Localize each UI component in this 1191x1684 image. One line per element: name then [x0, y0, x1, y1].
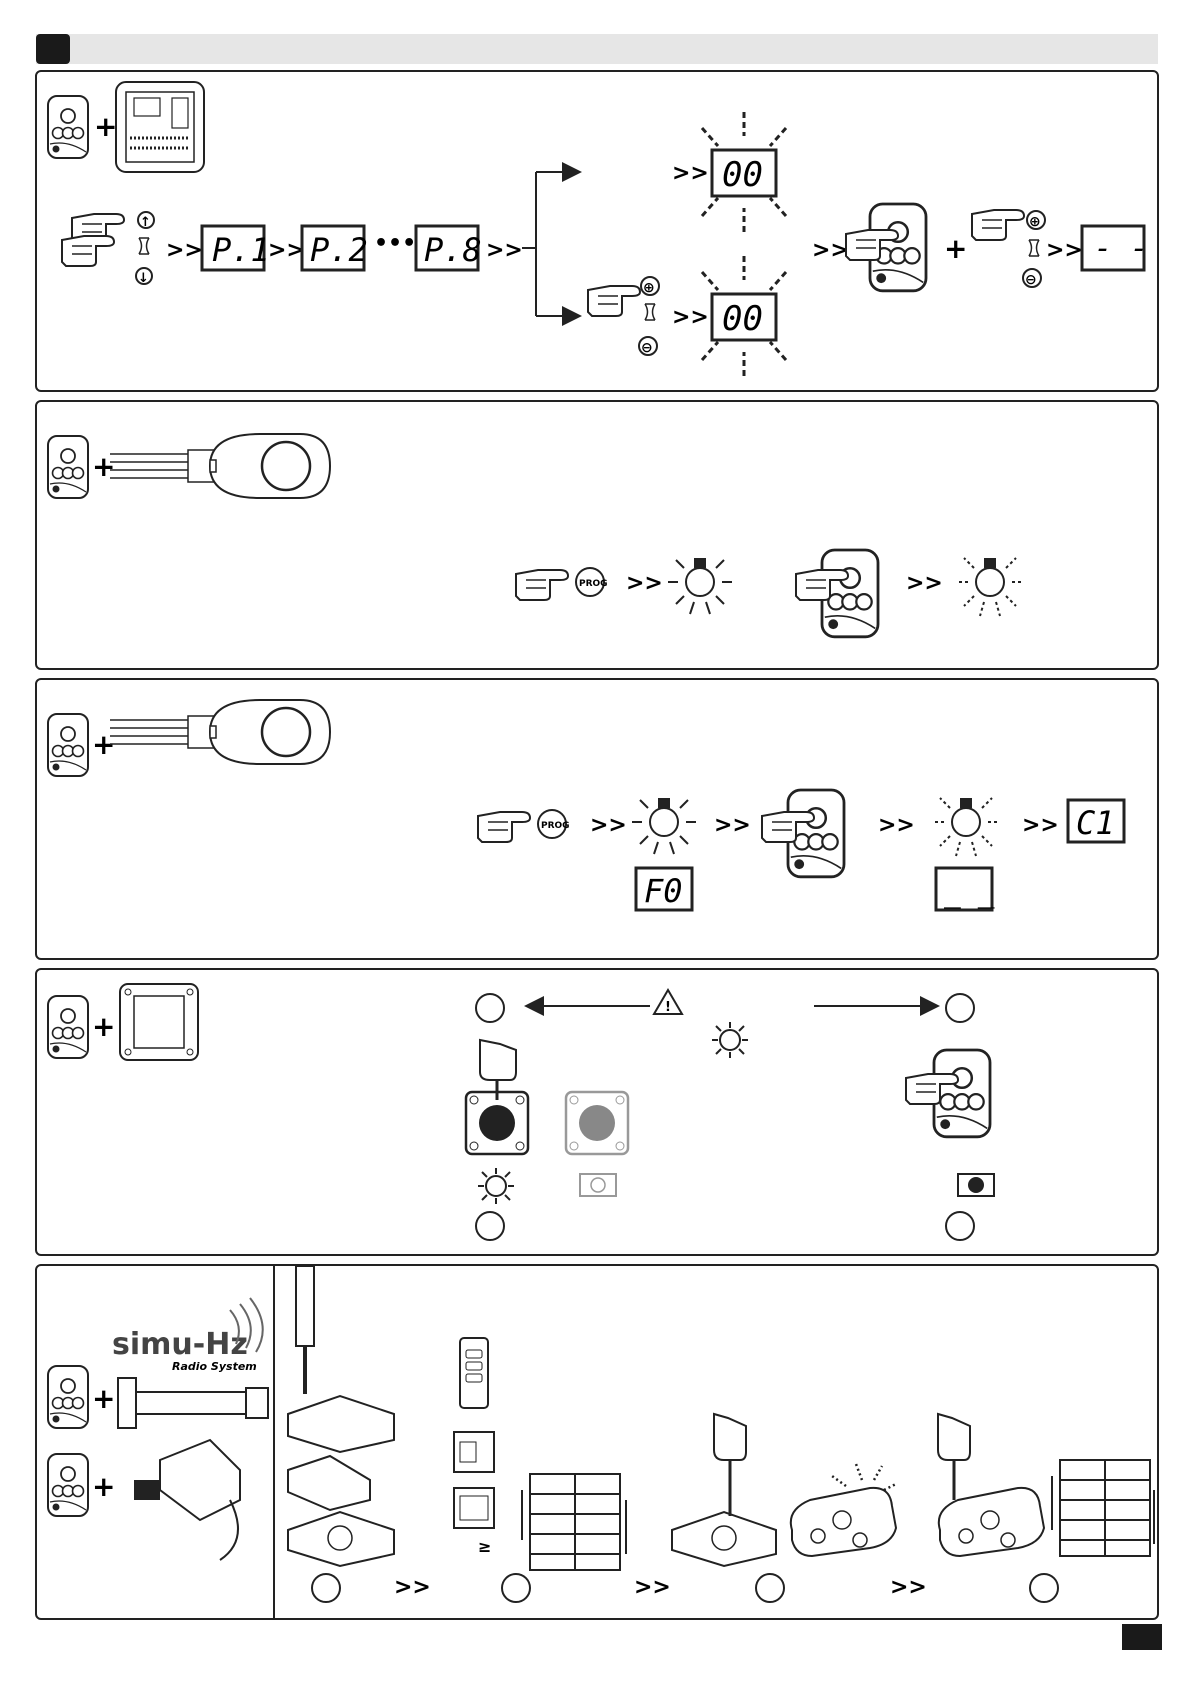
step-marker	[1030, 1574, 1058, 1602]
down-symbol: ↓	[138, 271, 149, 286]
step-arrow: >>	[486, 238, 523, 263]
hand-press-icon	[478, 812, 530, 842]
plus-sign: +	[944, 232, 967, 265]
hand-press-icon	[62, 236, 114, 266]
display-00: 00	[722, 155, 763, 195]
prog-label: PROG	[579, 579, 608, 589]
step-arrow: >>	[166, 238, 203, 263]
wall-switch-icon	[454, 1432, 494, 1472]
lamp-flashing-icon	[956, 558, 1024, 616]
step-arrow: >>	[626, 571, 663, 596]
wall-emitter-icon	[460, 1338, 488, 1408]
led-off-icon	[580, 1174, 616, 1196]
step-arrow: >>	[714, 813, 751, 838]
step-marker	[946, 1212, 974, 1240]
hand-press-icon	[972, 210, 1024, 240]
step-arrow: >>	[812, 238, 849, 263]
up-symbol: ↑	[140, 215, 151, 230]
branch-connector	[522, 172, 578, 316]
display-dashes: _ _	[944, 876, 995, 910]
timer-switch-icon	[454, 1488, 494, 1528]
shutter-icon	[522, 1474, 626, 1570]
remote-flashing-icon	[791, 1464, 896, 1556]
hold-icon	[139, 238, 149, 254]
step-arrow: >>	[394, 1575, 431, 1600]
display-00: 00	[722, 299, 763, 339]
step-marker	[476, 994, 504, 1022]
awning-motor-icon	[134, 1440, 240, 1560]
step-arrow: >>	[590, 813, 627, 838]
plus-sign: +	[92, 1382, 115, 1415]
hold-icon	[645, 304, 655, 320]
page-number-tab	[1122, 1624, 1162, 1650]
minus-symbol: ⊖	[1025, 272, 1037, 288]
remote-icon	[48, 996, 88, 1058]
display-c1: C1	[1076, 804, 1115, 842]
display-p8: P.8	[424, 231, 482, 269]
garage-door-motor-icon	[110, 434, 330, 498]
garage-door-motor-icon	[110, 700, 330, 764]
plus-symbol: ⊕	[1029, 214, 1041, 230]
lamp-on-icon	[668, 558, 732, 614]
shutter-icon	[1052, 1460, 1154, 1556]
step-arrow: >>	[672, 161, 709, 186]
step-arrow: >>	[1046, 238, 1083, 263]
remote-opened-icon	[672, 1512, 776, 1566]
remote-icon	[934, 1050, 990, 1137]
remote-icon	[48, 1366, 88, 1428]
step-marker	[476, 1212, 504, 1240]
step-arrow: >>	[890, 1575, 927, 1600]
push-button-released	[566, 1092, 628, 1154]
push-button-pressed	[466, 1092, 528, 1154]
hold-icon	[1029, 240, 1039, 256]
hand-press-icon	[516, 570, 568, 600]
lamp-on-icon	[632, 798, 696, 854]
step-arrow: >>	[268, 238, 305, 263]
remote-icon	[48, 1454, 88, 1516]
remote-icon	[48, 96, 88, 158]
prog-label: PROG	[541, 821, 570, 831]
hand-press-icon	[938, 1414, 970, 1500]
lamp-flashing-icon	[932, 798, 1000, 856]
step-arrow: >>	[1022, 813, 1059, 838]
step-arrow: >>	[906, 571, 943, 596]
remote-icon	[48, 714, 88, 776]
sun-icon	[712, 1022, 748, 1058]
wall-receiver-icon	[120, 984, 198, 1060]
ellipsis: •••	[374, 231, 416, 256]
sun-icon	[478, 1168, 514, 1204]
display-p2: P.2	[310, 231, 368, 269]
remote-opened-icon	[288, 1396, 394, 1566]
step-arrow: >>	[672, 305, 709, 330]
led-on-icon	[958, 1174, 994, 1196]
remote-icon	[48, 436, 88, 498]
brand-subtitle: Radio System	[172, 1360, 257, 1373]
display-p1: P.1	[212, 231, 270, 269]
plus-sign: +	[92, 1470, 115, 1503]
plus-sign: +	[94, 110, 117, 143]
screwdriver-icon	[296, 1266, 314, 1394]
control-unit-icon	[116, 82, 204, 172]
display-dashes: - -	[1094, 231, 1148, 266]
warning-symbol: !	[665, 1000, 671, 1015]
hand-press-icon	[588, 286, 640, 316]
step-marker	[756, 1574, 784, 1602]
geq-symbol: ≥	[478, 1537, 491, 1556]
step-marker	[312, 1574, 340, 1602]
display-f0: F0	[644, 872, 683, 910]
brand-logo: simu-Hz	[112, 1327, 248, 1362]
step-arrow: >>	[634, 1575, 671, 1600]
hand-press-icon	[714, 1414, 746, 1516]
plus-sign: +	[92, 1010, 115, 1043]
step-marker	[946, 994, 974, 1022]
plus-symbol: ⊕	[643, 280, 655, 296]
minus-symbol: ⊖	[641, 340, 653, 356]
step-arrow: >>	[878, 813, 915, 838]
tubular-motor-icon	[118, 1378, 268, 1428]
step-marker	[502, 1574, 530, 1602]
